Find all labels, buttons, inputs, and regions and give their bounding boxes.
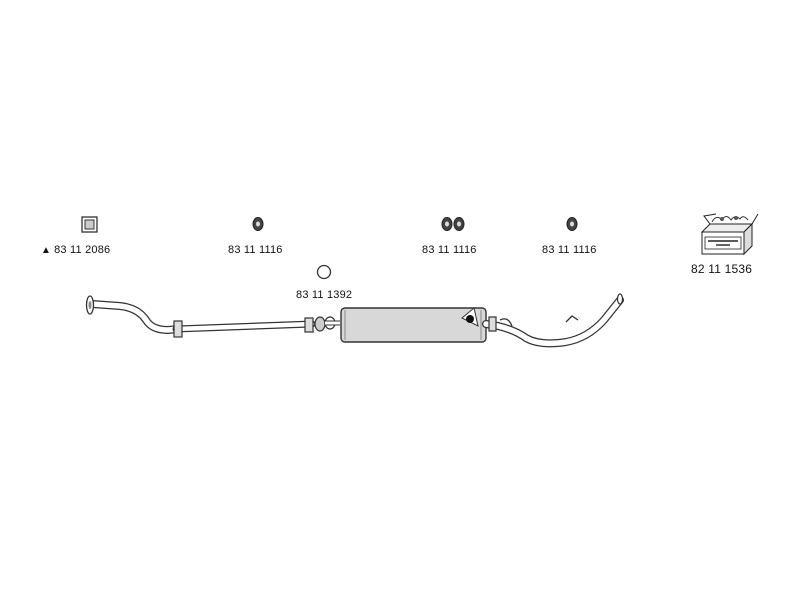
- part-label-d: 83 11 1116: [542, 244, 597, 256]
- front-pipe: [85, 295, 182, 334]
- part-label-b: 83 11 1116: [228, 244, 283, 256]
- triangle-marker-icon: ▲: [41, 245, 52, 256]
- part-label-e: 82 11 1536: [691, 262, 753, 276]
- mounting-kit-box-icon: [700, 213, 759, 256]
- double-rubber-mount-icon: [441, 217, 465, 231]
- part-label-c: 83 11 1116: [422, 244, 477, 256]
- rubber-mount-icon: [566, 217, 578, 231]
- part-label-f: 83 11 1392: [296, 289, 353, 301]
- part-number: 83 11 2086: [54, 244, 111, 256]
- tail-pipe: [482, 293, 624, 348]
- middle-pipe: [172, 316, 340, 338]
- square-gasket-icon: [81, 216, 98, 233]
- ring-gasket-icon: [316, 264, 332, 280]
- part-label-a: ▲83 11 2086: [41, 244, 110, 256]
- rubber-mount-icon: [252, 217, 264, 231]
- muffler: [340, 307, 487, 343]
